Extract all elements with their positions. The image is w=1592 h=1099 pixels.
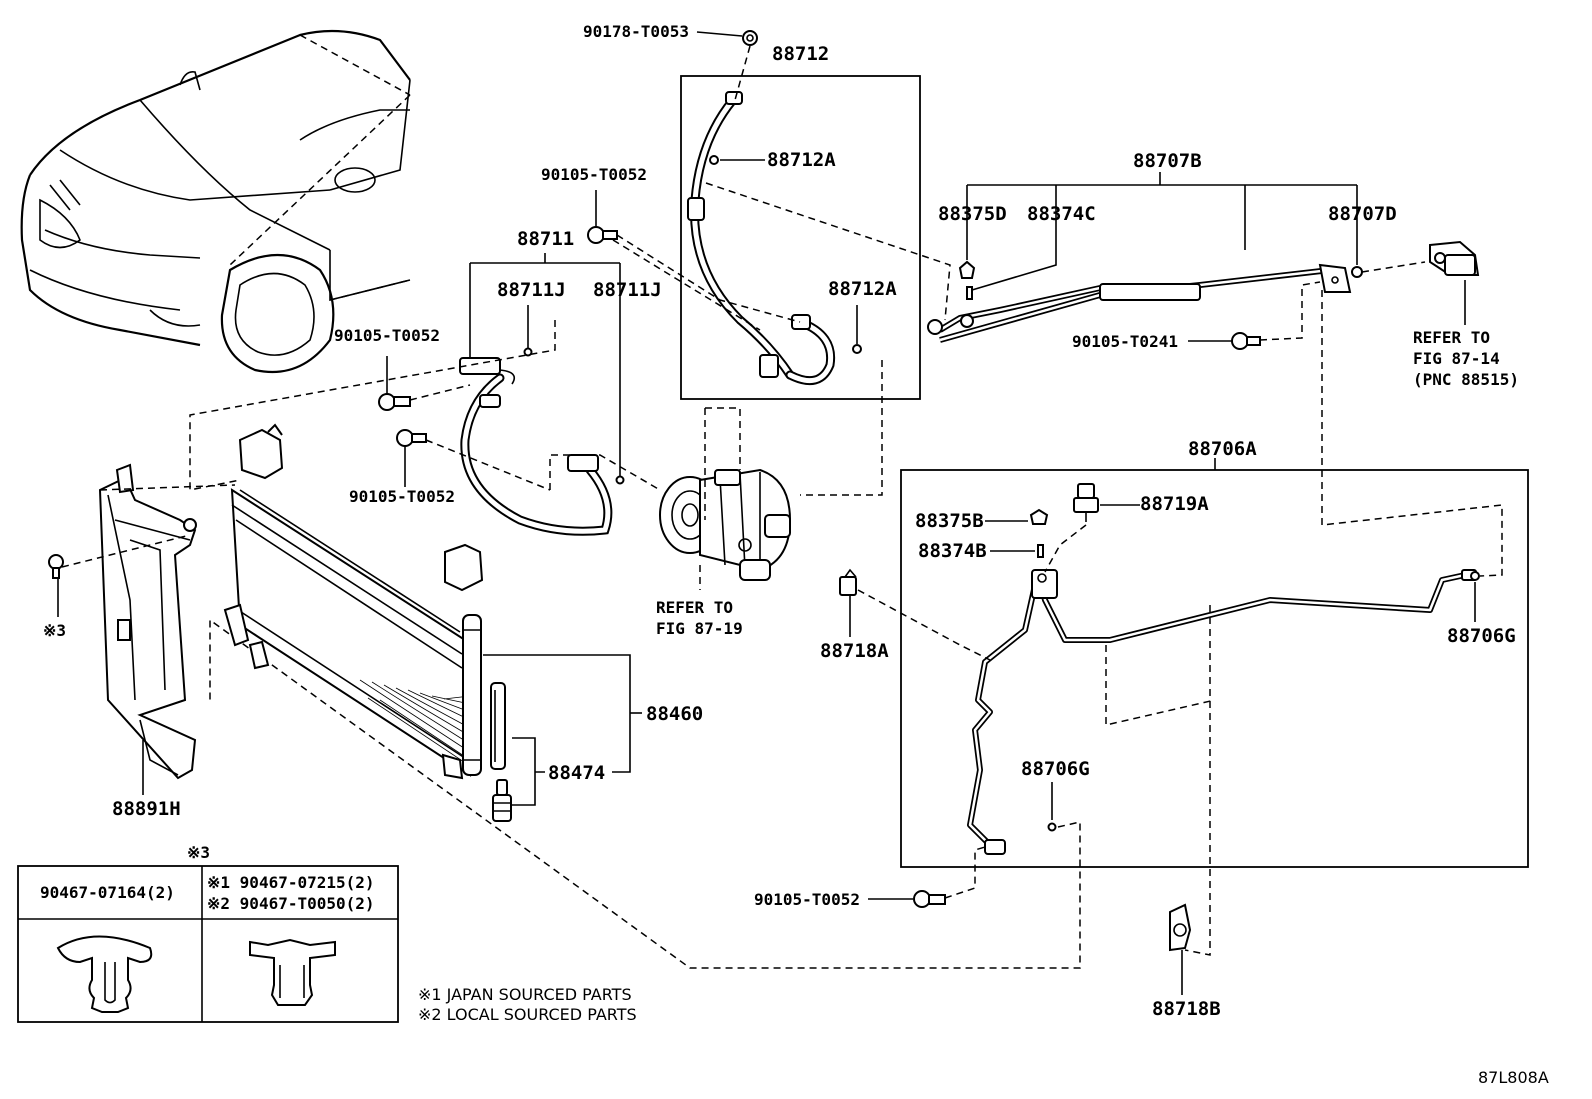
bolt-90105-T0241	[1231, 332, 1261, 350]
label-88374B: 88374B	[918, 540, 987, 562]
label-88375B: 88375B	[915, 510, 984, 532]
label-90105-T0052-d: 90105-T0052	[754, 890, 860, 909]
label-88711J-right: 88711J	[593, 279, 662, 301]
label-88891H: 88891H	[112, 798, 181, 820]
clip-left-icon	[56, 935, 153, 1013]
bolt-90105-T0052-a	[587, 226, 618, 244]
label-88712: 88712	[772, 43, 829, 65]
condenser	[223, 423, 484, 780]
vehicle-outline	[20, 29, 411, 374]
label-88474: 88474	[548, 762, 605, 784]
bracket-88718A	[839, 568, 857, 596]
label-90105-T0241: 90105-T0241	[1072, 332, 1178, 351]
label-88375D: 88375D	[938, 203, 1007, 225]
bolt-90105-T0052-c	[396, 429, 427, 447]
label-90178-T0053: 90178-T0053	[583, 22, 689, 41]
label-88706G-right: 88706G	[1447, 625, 1516, 647]
filter-88474	[490, 682, 512, 822]
pipe-88706A	[967, 569, 1477, 855]
ref-fig87-19-line2: FIG 87-19	[656, 619, 743, 638]
label-88706G-mid: 88706G	[1021, 758, 1090, 780]
ref-fig87-14-line3: (PNC 88515)	[1413, 370, 1519, 389]
hose-88711	[459, 357, 613, 536]
box-88712	[680, 75, 921, 400]
o-ring-88706G-right	[1470, 571, 1480, 581]
clip-table-right-part-1: ※1 90467-07215(2)	[207, 873, 375, 892]
label-90105-T0052-b: 90105-T0052	[334, 326, 440, 345]
label-88711: 88711	[517, 228, 574, 250]
clip-right-icon	[249, 938, 336, 1006]
cap-88375D	[958, 260, 976, 279]
o-ring-88711J-left	[523, 347, 533, 357]
ref-fig87-14-line1: REFER TO	[1413, 328, 1490, 347]
o-ring-88707D	[1351, 266, 1363, 278]
o-ring-88711J-right	[615, 475, 625, 485]
label-88707D: 88707D	[1328, 203, 1397, 225]
o-ring-88712A-bot	[852, 344, 862, 354]
box-88706A	[900, 469, 1529, 868]
switch-88719A	[1073, 483, 1099, 522]
label-88707B: 88707B	[1133, 150, 1202, 172]
compressor	[659, 468, 792, 581]
bolt-90105-T0052-d	[913, 890, 946, 908]
label-90105-T0052-c: 90105-T0052	[349, 487, 455, 506]
nut-90178-T0053	[742, 30, 758, 46]
cap-88375B	[1029, 508, 1049, 525]
label-88718B: 88718B	[1152, 998, 1221, 1020]
label-88712A-bot: 88712A	[828, 278, 897, 300]
o-ring-88706G-mid	[1047, 822, 1057, 832]
label-88374C: 88374C	[1027, 203, 1096, 225]
valve-core-88374C	[966, 286, 973, 300]
bolt-90105-T0052-b	[378, 393, 411, 411]
ref-fig87-14-line2: FIG 87-14	[1413, 349, 1500, 368]
note-local-sourced: ※2 LOCAL SOURCED PARTS	[418, 1005, 637, 1024]
duct-88891H	[98, 463, 197, 780]
valve-core-88374B	[1037, 544, 1044, 558]
pipe-88707B	[927, 263, 1352, 343]
label-88460: 88460	[646, 703, 703, 725]
label-88719A: 88719A	[1140, 493, 1209, 515]
o-ring-88712A-top	[709, 155, 719, 165]
ref-fig87-19-line1: REFER TO	[656, 598, 733, 617]
connector-88515	[1429, 240, 1480, 276]
label-mark3-table: ※3	[187, 843, 210, 862]
note-japan-sourced: ※1 JAPAN SOURCED PARTS	[418, 985, 632, 1004]
clip-table	[17, 865, 399, 1023]
label-88712A-top: 88712A	[767, 149, 836, 171]
label-90105-T0052-a: 90105-T0052	[541, 165, 647, 184]
hose-88712	[687, 91, 836, 386]
label-88706A: 88706A	[1188, 438, 1257, 460]
label-88711J-left: 88711J	[497, 279, 566, 301]
label-88718A: 88718A	[820, 640, 889, 662]
clip-mark3	[48, 554, 64, 579]
bracket-88718B	[1169, 903, 1192, 952]
clip-table-left-part: 90467-07164(2)	[40, 883, 175, 902]
label-mark3-side: ※3	[43, 621, 66, 640]
figure-code: 87L808A	[1478, 1068, 1549, 1087]
clip-table-right-part-2: ※2 90467-T0050(2)	[207, 894, 375, 913]
